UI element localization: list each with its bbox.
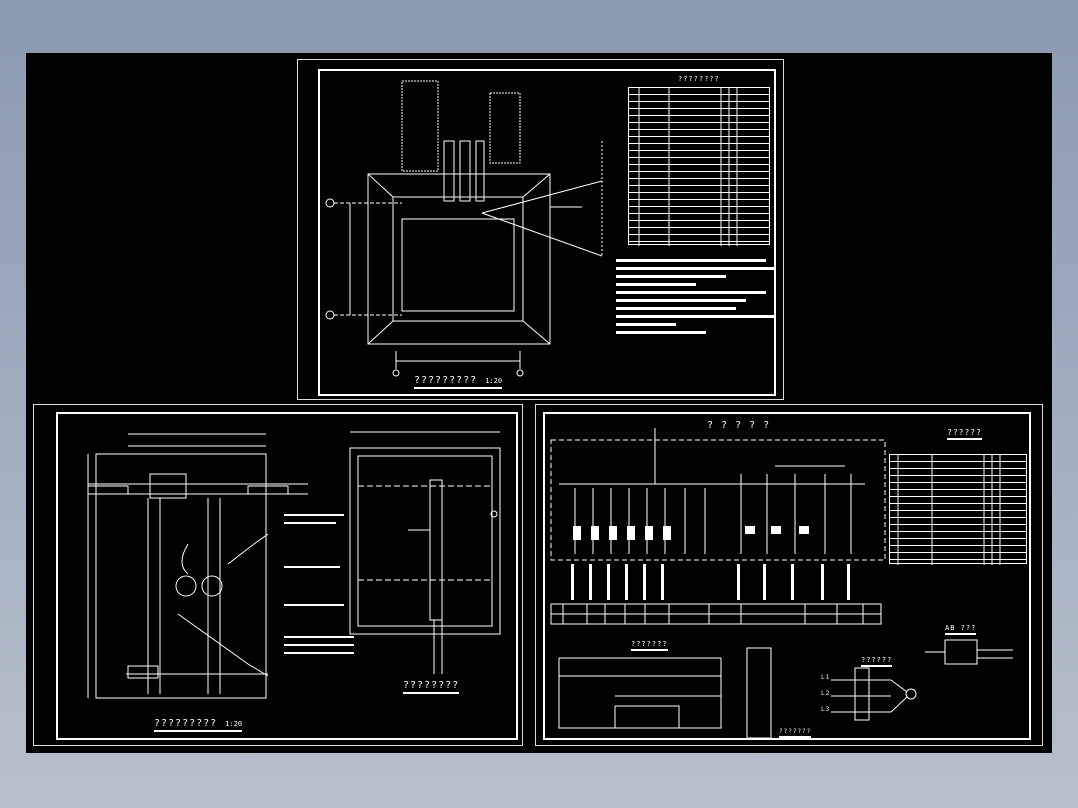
sheet-piping[interactable]: ????????? 1:20 ???????? <box>33 404 523 746</box>
sheet-title: ? ? ? ? ? <box>707 420 771 431</box>
sheet-scale: 1:20 <box>485 377 503 385</box>
equipment-table <box>889 454 1027 565</box>
plan-title: ???????? <box>403 680 460 694</box>
label-l2: L2 <box>821 690 831 697</box>
sheet-title: ????????? 1:20 <box>154 718 243 732</box>
table-title: ?????? <box>947 428 982 440</box>
table-title: ???????? <box>678 75 720 83</box>
sheet-electrical[interactable]: ? ? ? ? ? ?????? <box>535 404 1043 746</box>
sheet-title-text: ????????? <box>154 718 218 729</box>
sheet-scale: 1:20 <box>225 720 243 728</box>
control-title: ??????? <box>631 640 668 651</box>
sheet-frame: ? ? ? ? ? ?????? <box>543 412 1031 740</box>
electrical-schematic <box>550 428 1013 739</box>
sheet-foundation[interactable]: ???????? <box>297 59 784 400</box>
piping-section-drawing <box>87 431 501 699</box>
ab-title: AB ??? <box>945 624 977 635</box>
table-grid <box>638 88 738 246</box>
motor-title: ?????? <box>861 656 893 667</box>
drawing-canvas[interactable]: ???????? <box>26 53 1052 753</box>
material-table <box>628 87 770 246</box>
sheet-frame: ????????? 1:20 ???????? <box>56 412 518 740</box>
sheet-frame: ???????? <box>318 69 776 396</box>
legend-title: ??????? <box>779 728 812 738</box>
label-l1: L1 <box>821 674 831 681</box>
sheet-title-text: ????????? <box>414 375 478 386</box>
sheet-title: ????????? 1:20 <box>414 375 503 389</box>
label-l3: L3 <box>821 706 831 713</box>
table-grid <box>897 455 1001 565</box>
notes-text-block <box>616 259 776 334</box>
foundation-plan-drawing <box>325 80 603 377</box>
